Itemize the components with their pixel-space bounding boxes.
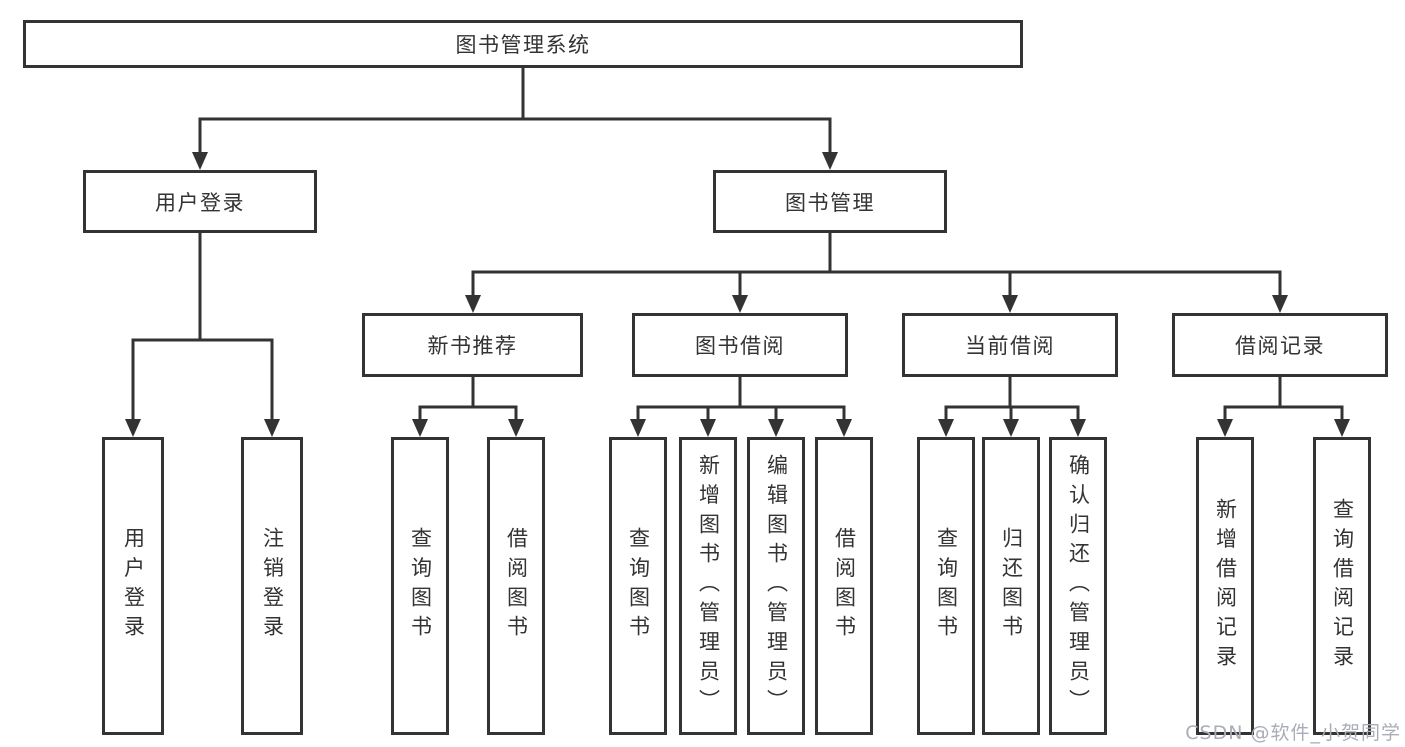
node-book-management-label: 图书管理 bbox=[785, 190, 875, 215]
leaf-borrow-books-recommendation: 借阅图书 bbox=[487, 437, 545, 735]
leaf-query-books-current-label: 查询图书 bbox=[934, 527, 959, 645]
node-book-management: 图书管理 bbox=[713, 170, 947, 233]
node-new-book-recommendation: 新书推荐 bbox=[362, 313, 583, 377]
leaf-return-books-label: 归还图书 bbox=[999, 527, 1024, 645]
node-book-borrowing-label: 图书借阅 bbox=[695, 334, 785, 358]
node-borrowing-records-label: 借阅记录 bbox=[1235, 334, 1325, 358]
leaf-add-borrow-record-label: 新增借阅记录 bbox=[1213, 497, 1238, 675]
node-library-management-system-label: 图书管理系统 bbox=[455, 33, 591, 57]
leaf-query-borrow-record-label: 查询借阅记录 bbox=[1330, 497, 1355, 675]
leaf-user-login-label: 用户登录 bbox=[121, 527, 146, 645]
leaf-query-books-borrowing: 查询图书 bbox=[609, 437, 667, 735]
leaf-user-login: 用户登录 bbox=[102, 437, 164, 735]
leaf-logout-login-label: 注销登录 bbox=[260, 527, 285, 645]
node-user-login-label: 用户登录 bbox=[155, 190, 245, 215]
leaf-edit-books-admin-label: 编辑图书（管理员） bbox=[764, 453, 789, 719]
node-current-borrowing: 当前借阅 bbox=[902, 313, 1118, 377]
watermark-text: CSDN @软件_小贺同学 bbox=[1185, 722, 1401, 744]
node-current-borrowing-label: 当前借阅 bbox=[965, 334, 1055, 358]
leaf-add-books-admin: 新增图书（管理员） bbox=[679, 437, 737, 735]
leaf-confirm-return-admin: 确认归还（管理员） bbox=[1049, 437, 1107, 735]
node-borrowing-records: 借阅记录 bbox=[1172, 313, 1388, 377]
leaf-query-books-recommendation: 查询图书 bbox=[391, 437, 449, 735]
leaf-confirm-return-admin-label: 确认归还（管理员） bbox=[1066, 453, 1091, 719]
node-new-book-recommendation-label: 新书推荐 bbox=[427, 334, 518, 358]
leaf-edit-books-admin: 编辑图书（管理员） bbox=[747, 437, 805, 735]
leaf-logout-login: 注销登录 bbox=[241, 437, 303, 735]
leaf-borrow-books-borrowing: 借阅图书 bbox=[815, 437, 873, 735]
node-library-management-system: 图书管理系统 bbox=[23, 20, 1023, 68]
leaf-query-borrow-record: 查询借阅记录 bbox=[1313, 437, 1371, 735]
leaf-add-books-admin-label: 新增图书（管理员） bbox=[696, 453, 721, 719]
leaf-add-borrow-record: 新增借阅记录 bbox=[1196, 437, 1254, 735]
node-user-login: 用户登录 bbox=[83, 170, 317, 233]
leaf-borrow-books-borrowing-label: 借阅图书 bbox=[832, 527, 857, 645]
leaf-query-books-current: 查询图书 bbox=[917, 437, 975, 735]
leaf-query-books-borrowing-label: 查询图书 bbox=[626, 527, 651, 645]
leaf-borrow-books-recommendation-label: 借阅图书 bbox=[504, 527, 529, 645]
leaf-return-books: 归还图书 bbox=[982, 437, 1040, 735]
leaf-query-books-recommendation-label: 查询图书 bbox=[408, 527, 433, 645]
node-book-borrowing: 图书借阅 bbox=[632, 313, 848, 377]
